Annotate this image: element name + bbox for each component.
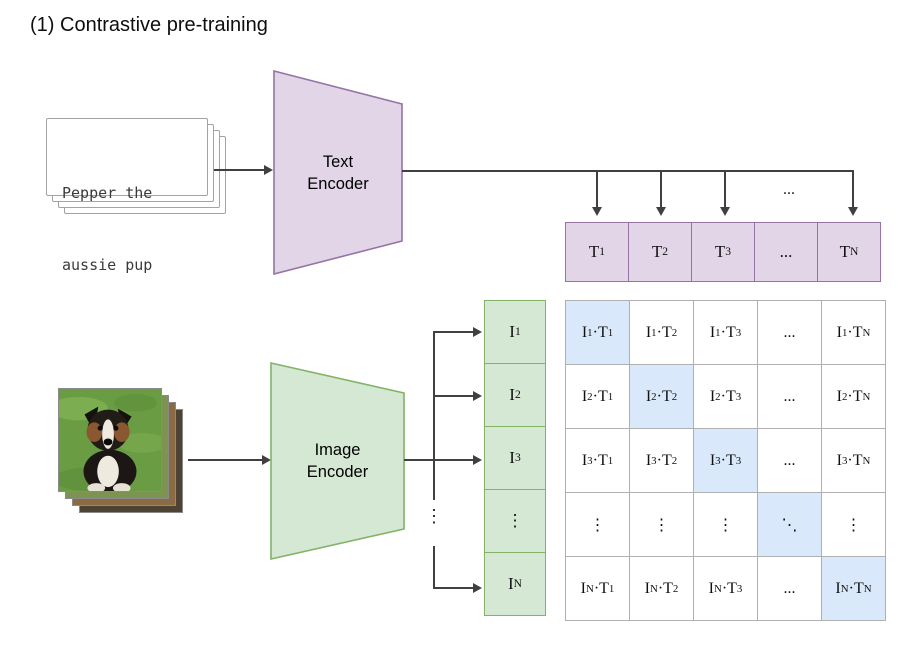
branch-line-i2 xyxy=(433,395,473,397)
image-card-front xyxy=(49,388,167,493)
matrix-cell-r1c4: ... xyxy=(758,301,822,365)
matrix-cell-r4c1: ⋮ xyxy=(566,493,630,557)
text-card-front: Pepper the aussie pup xyxy=(46,118,208,274)
branch-line-in xyxy=(433,587,473,589)
ellipsis-image-bus: ⋮ xyxy=(425,506,443,526)
matrix-cell-r3c4: ... xyxy=(758,429,822,493)
branch-arrowhead-i3 xyxy=(473,455,482,465)
matrix-cell-r4c4: ⋱ xyxy=(758,493,822,557)
matrix-cell-r5c4: ... xyxy=(758,557,822,621)
text-embedding-cell-ellipsis: ... xyxy=(754,222,818,282)
drop-line-t1 xyxy=(596,171,598,207)
text-encoder-label-line1: Text xyxy=(322,152,354,171)
text-encoder-label-line2: Encoder xyxy=(307,174,369,193)
matrix-cell-r4c5: ⋮ xyxy=(822,493,886,557)
drop-arrowhead-t1 xyxy=(592,207,602,216)
text-encoder-label: Text Encoder xyxy=(273,70,403,275)
arrow-text-to-encoder-line xyxy=(214,169,264,171)
image-embeddings-bus-line-lower xyxy=(433,546,435,589)
drop-line-t2 xyxy=(660,171,662,207)
image-encoder-label-line2: Encoder xyxy=(306,463,369,481)
text-encoder-shape xyxy=(273,70,403,275)
image-encoder-label: Image Encoder xyxy=(270,362,405,560)
arrow-image-to-encoder-line xyxy=(188,459,262,461)
branch-line-i1 xyxy=(433,331,473,333)
branch-arrowhead-i2 xyxy=(473,391,482,401)
matrix-cell-r4c3: ⋮ xyxy=(694,493,758,557)
text-line-2: aussie pup xyxy=(62,256,153,274)
text-line-1: Pepper the xyxy=(62,184,153,202)
drop-line-t3 xyxy=(724,171,726,207)
image-embeddings-bus-stub xyxy=(404,459,435,461)
image-encoder-shape xyxy=(270,362,405,560)
drop-arrowhead-tn xyxy=(848,207,858,216)
drop-arrowhead-t2 xyxy=(656,207,666,216)
matrix-cell-r4c2: ⋮ xyxy=(630,493,694,557)
matrix-cell-r2c4: ... xyxy=(758,365,822,429)
text-input-caption: Pepper the aussie pup xyxy=(47,119,207,325)
drop-line-tn xyxy=(852,171,854,207)
drop-arrowhead-t3 xyxy=(720,207,730,216)
puppy-photo xyxy=(49,389,167,493)
diagram-title: (1) Contrastive pre-training xyxy=(30,14,268,36)
image-encoder-label-line1: Image xyxy=(314,441,361,459)
text-embeddings-bus-line xyxy=(402,170,854,172)
branch-arrowhead-i1 xyxy=(473,327,482,337)
branch-arrowhead-in xyxy=(473,583,482,593)
arrow-image-to-encoder-head xyxy=(262,455,271,465)
arrow-text-to-encoder-head xyxy=(264,165,273,175)
branch-line-i3 xyxy=(433,459,473,461)
image-embeddings-bus-line-upper xyxy=(433,331,435,500)
ellipsis-text-bus: ... xyxy=(783,181,795,198)
image-embedding-cell-ellipsis: ⋮ xyxy=(484,489,546,553)
